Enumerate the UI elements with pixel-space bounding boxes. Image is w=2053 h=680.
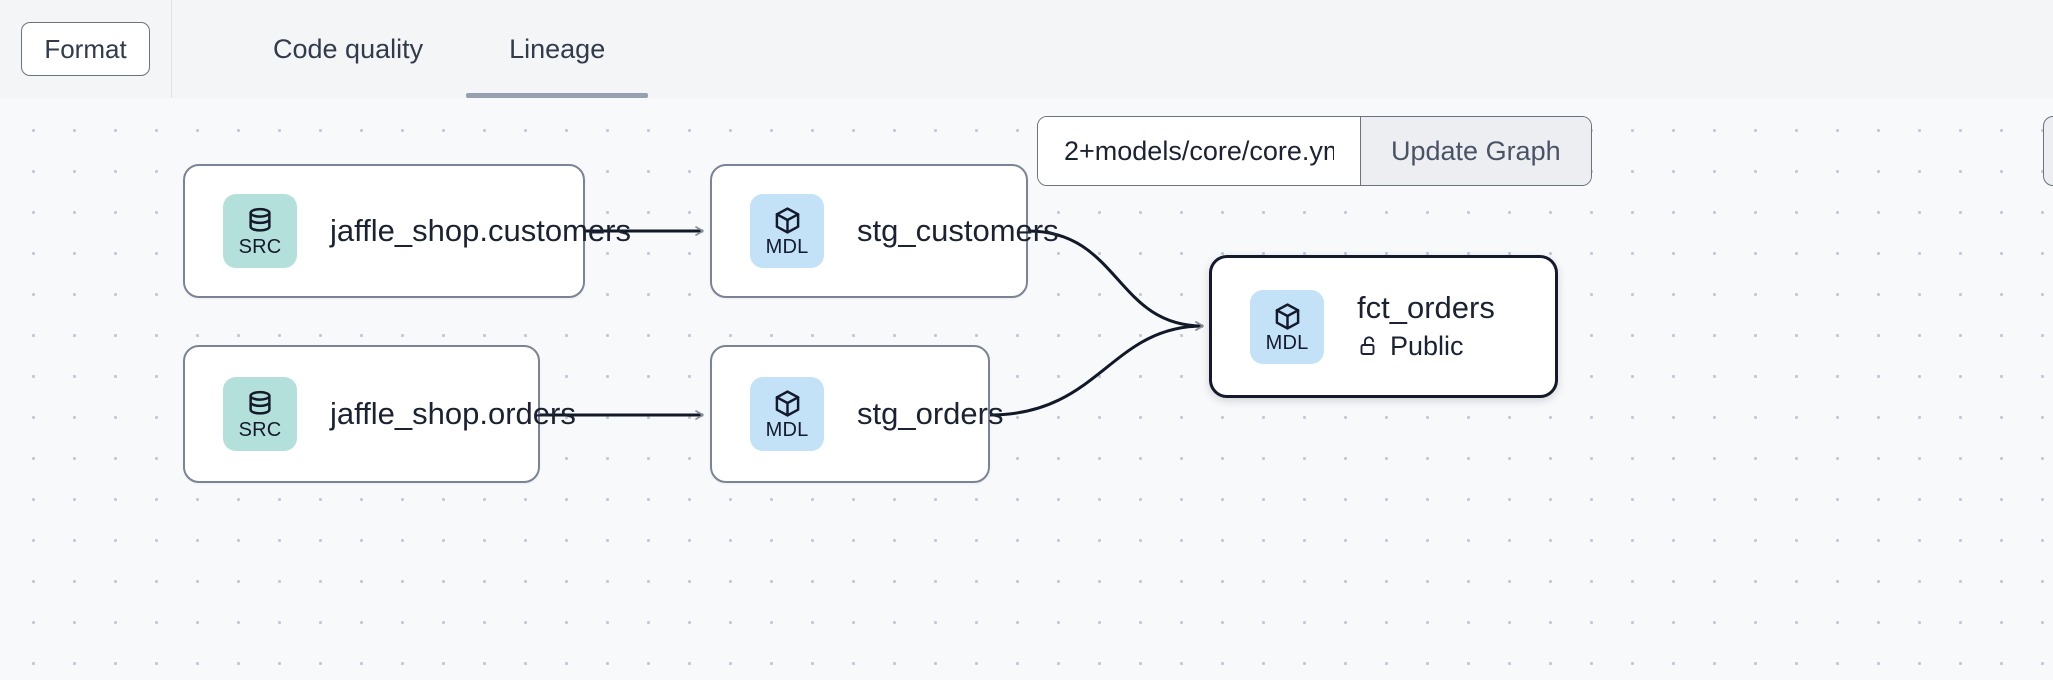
lineage-node-src-orders[interactable]: SRC jaffle_shop.orders — [183, 345, 576, 483]
lineage-node-fct-orders[interactable]: MDL fct_orders Public — [1209, 255, 1558, 398]
tab-bar: Code quality Lineage — [172, 0, 649, 98]
node-visibility-label: Public — [1390, 330, 1464, 361]
overflow-control-button[interactable] — [2043, 116, 2053, 186]
graph-selector-toolbar: Update Graph — [1037, 116, 1592, 186]
lineage-node-src-customers[interactable]: SRC jaffle_shop.customers — [183, 164, 631, 298]
node-body: jaffle_shop.orders — [330, 395, 576, 432]
cube-icon — [775, 207, 799, 234]
badge-label: MDL — [765, 419, 809, 441]
format-button[interactable]: Format — [21, 22, 150, 76]
cube-icon — [775, 390, 799, 417]
badge-mdl: MDL — [1250, 289, 1324, 364]
database-icon — [249, 390, 271, 415]
badge-label: SRC — [238, 235, 282, 258]
tab-lineage[interactable]: Lineage — [466, 0, 649, 98]
node-body: stg_customers — [857, 212, 1059, 249]
badge-mdl: MDL — [750, 194, 824, 268]
lineage-canvas[interactable]: SRC jaffle_shop.customers SRC jaffle_sho… — [0, 98, 2053, 680]
node-visibility: Public — [1357, 331, 1495, 362]
node-body: jaffle_shop.customers — [330, 212, 631, 249]
badge-label: MDL — [765, 236, 809, 258]
tab-code-quality[interactable]: Code quality — [273, 33, 424, 64]
node-title: stg_orders — [857, 395, 1004, 431]
badge-mdl: MDL — [750, 377, 824, 451]
top-toolbar: Format Code quality Lineage — [0, 0, 2053, 98]
node-title: fct_orders — [1357, 290, 1495, 326]
node-body: fct_orders Public — [1357, 290, 1495, 362]
lineage-node-stg-orders[interactable]: MDL stg_orders — [710, 345, 1003, 483]
edge-stg-orders-to-fct-orders — [989, 321, 1204, 417]
unlock-icon — [1360, 336, 1375, 356]
badge-src: SRC — [223, 377, 297, 451]
node-title: jaffle_shop.orders — [330, 395, 576, 431]
database-icon — [249, 207, 271, 232]
badge-label: SRC — [238, 418, 282, 441]
update-graph-button[interactable]: Update Graph — [1360, 117, 1591, 185]
badge-src: SRC — [223, 194, 297, 268]
node-title: jaffle_shop.customers — [330, 212, 631, 248]
cube-icon — [1275, 302, 1299, 330]
toolbar-left-group: Format — [0, 0, 172, 98]
lineage-node-stg-customers[interactable]: MDL stg_customers — [710, 164, 1059, 298]
node-title: stg_customers — [857, 212, 1059, 248]
node-body: stg_orders — [857, 395, 1004, 432]
badge-label: MDL — [1265, 331, 1309, 354]
graph-selector-input[interactable] — [1038, 117, 1360, 185]
